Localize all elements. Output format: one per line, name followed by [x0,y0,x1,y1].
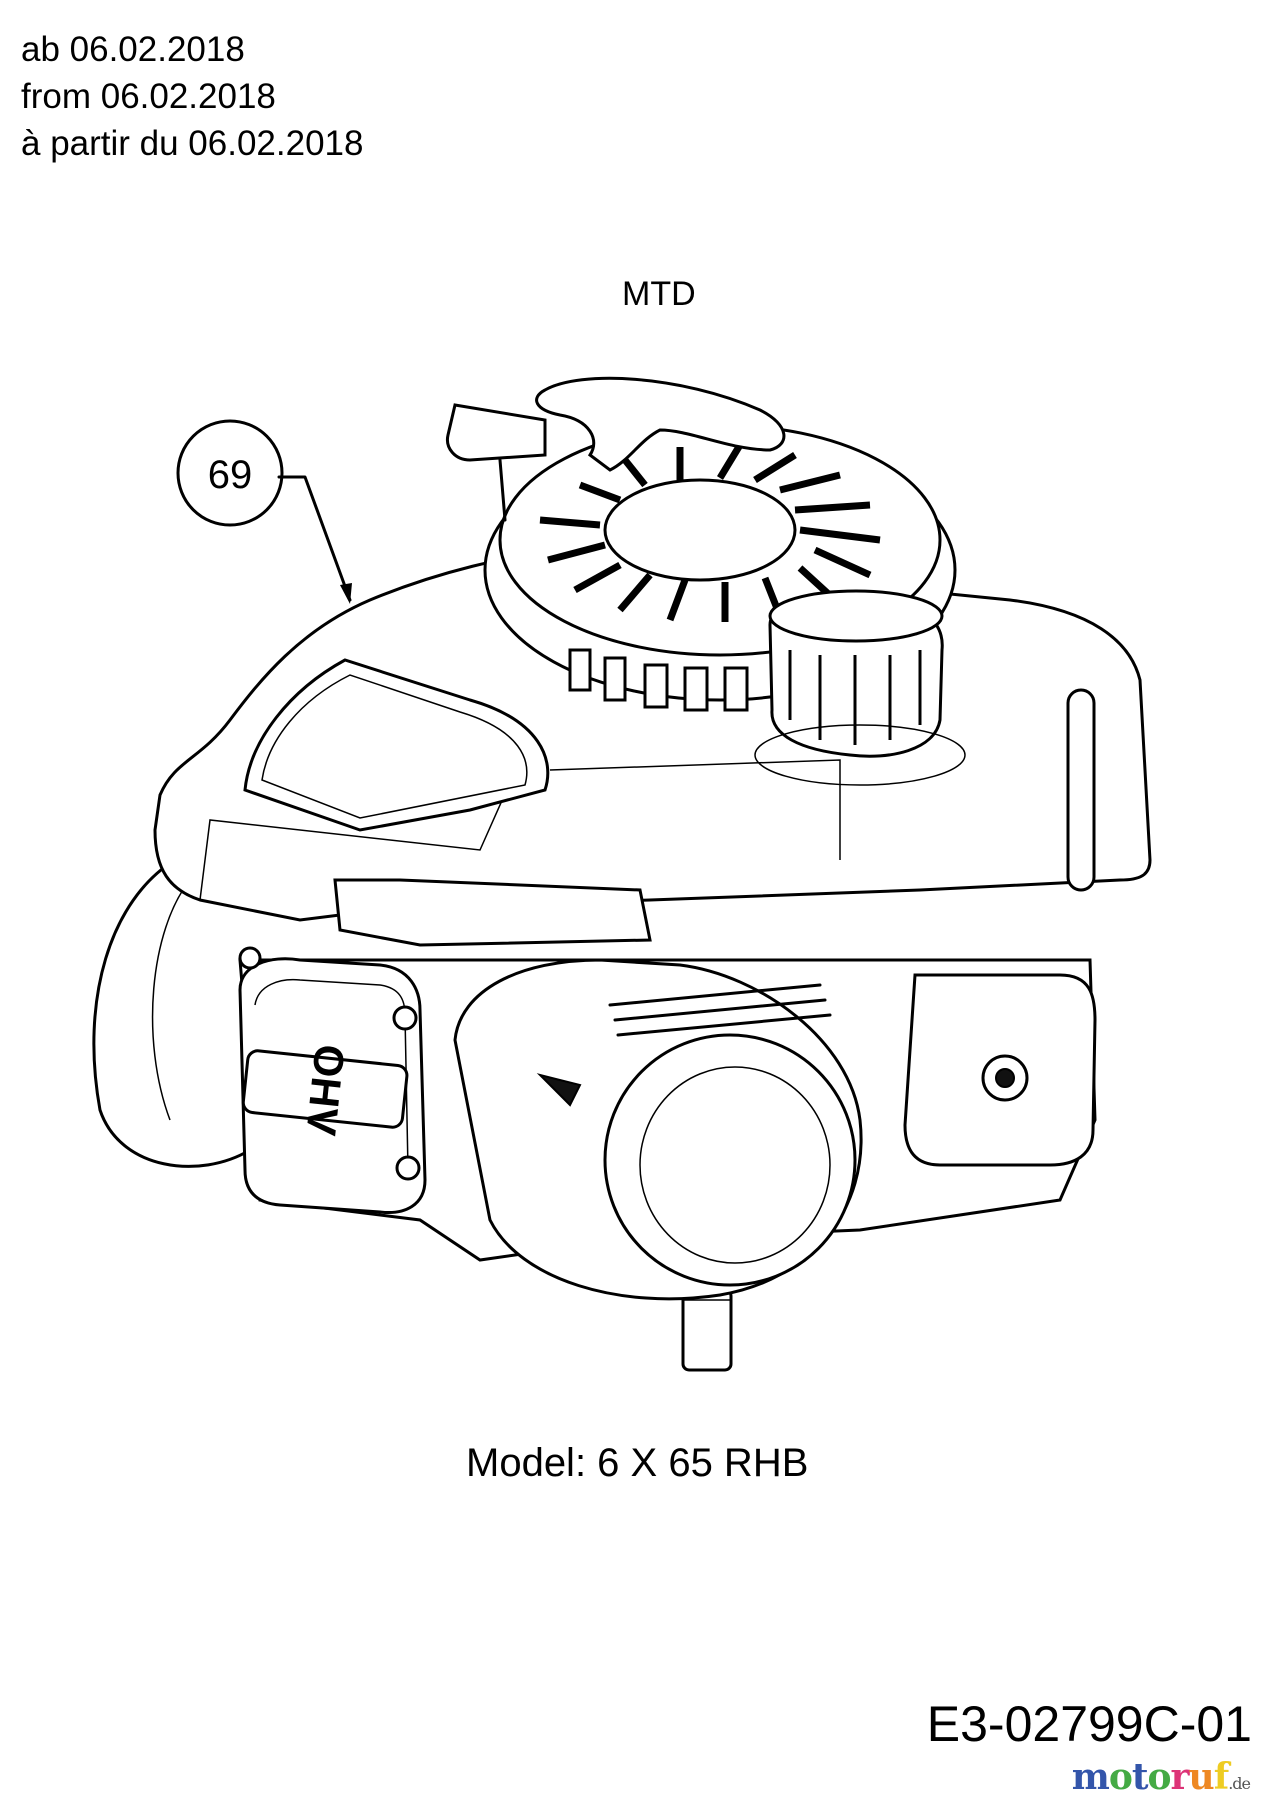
callout-number: 69 [208,453,253,497]
callout-69[interactable]: 69 [176,419,352,604]
validity-dates: ab 06.02.2018 from 06.02.2018 à partir d… [21,26,363,167]
brand-label: MTD [622,275,696,313]
motoruf-watermark-logo: motoruf.de [1071,1756,1251,1798]
model-label: Model: 6 X 65 RHB [466,1441,809,1485]
drawing-code: E3-02799C-01 [926,1696,1252,1752]
date-line-en: from 06.02.2018 [21,77,276,116]
date-line-de: ab 06.02.2018 [21,30,245,69]
watermark-domain: .de [1228,1774,1251,1793]
engine-illustration: OHV [92,376,1152,1372]
ohv-label: OHV [297,1042,353,1137]
date-line-fr: à partir du 06.02.2018 [21,124,364,163]
